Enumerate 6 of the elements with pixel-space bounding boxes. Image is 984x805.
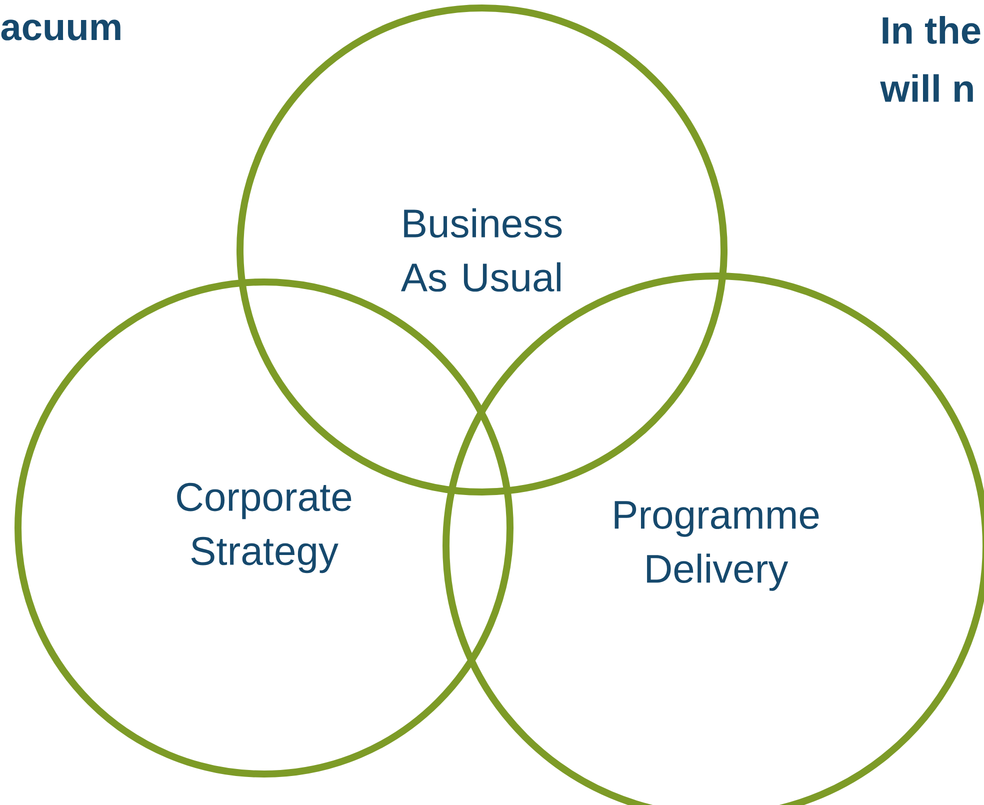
circle-label: Programme Delivery [614,501,819,591]
heading-text: acuum [1,20,120,40]
heading-text: In the [882,16,980,44]
circle-label: Corporate Strategy [177,482,352,574]
heading-text: will n [880,74,973,102]
circle-label: Business As Usual [400,208,562,292]
